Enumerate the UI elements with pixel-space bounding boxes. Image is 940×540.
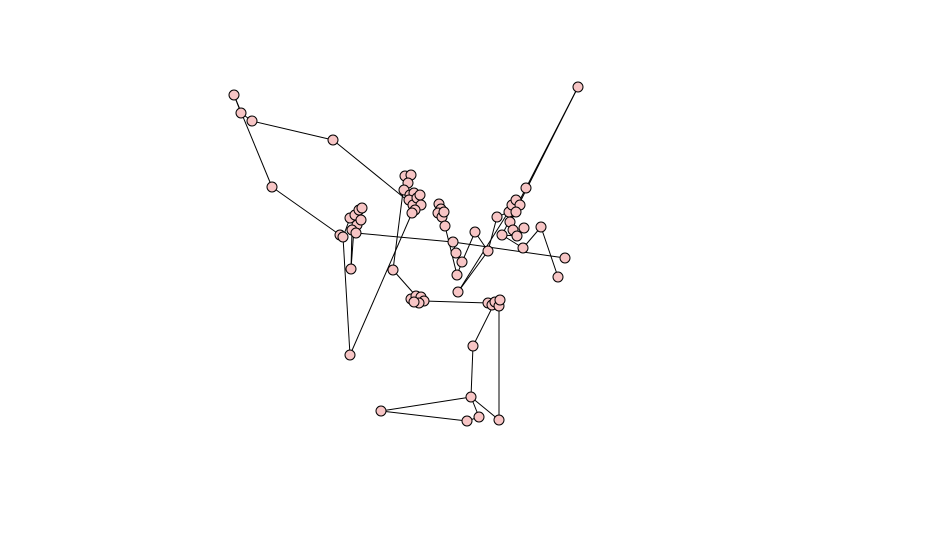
graph-node [228,89,240,101]
graph-node [456,256,468,268]
graph-edge [457,250,489,293]
graph-edge [342,236,351,356]
graph-node [494,294,506,306]
graph-edge [470,345,474,398]
graph-node [511,230,523,242]
graph-edge [380,396,472,412]
graph-node [439,220,451,232]
graph-node [496,229,508,241]
edge-layer [233,86,579,422]
graph-node [451,269,463,281]
graph-node [344,349,356,361]
graph-edge [423,300,489,304]
graph-node [447,236,459,248]
graph-edge [380,410,468,422]
graph-node [450,247,462,259]
node-layer [228,81,584,427]
graph-node [467,340,479,352]
graph-edge [392,269,417,297]
graph-edge [332,139,414,206]
graph-node [350,227,362,239]
graph-node [235,107,247,119]
graph-node [414,189,426,201]
graph-edge [487,216,498,252]
graph-node [452,286,464,298]
graph-node [469,226,481,238]
graph-edge [355,232,454,243]
graph-node [482,245,494,257]
graph-node [337,231,349,243]
graph-node [535,221,547,233]
graph-node [246,115,258,127]
graph-node [438,206,450,218]
graph-node [473,411,485,423]
graph-node [517,242,529,254]
graph-node [572,81,584,93]
graph-node [491,211,503,223]
graph-node [408,296,420,308]
graph-node [518,222,530,234]
graph-node [387,264,399,276]
graph-node [355,214,367,226]
graph-node [345,263,357,275]
graph-node [327,134,339,146]
graph-edge [271,186,341,236]
graph-edge [444,225,458,276]
graph-node [493,414,505,426]
graph-edge [349,212,413,356]
graph-node [461,415,473,427]
graph-edge [470,396,500,421]
graph-edge [540,226,559,278]
graph-node [552,271,564,283]
graph-node [266,181,278,193]
graph-node [520,182,532,194]
graph-node [559,252,571,264]
graph-node [356,202,368,214]
graph-node [465,391,477,403]
graph-edge [251,120,334,141]
graph-edge [452,241,566,259]
graph-node [375,405,387,417]
graph-node [510,206,522,218]
graph-node [406,207,418,219]
